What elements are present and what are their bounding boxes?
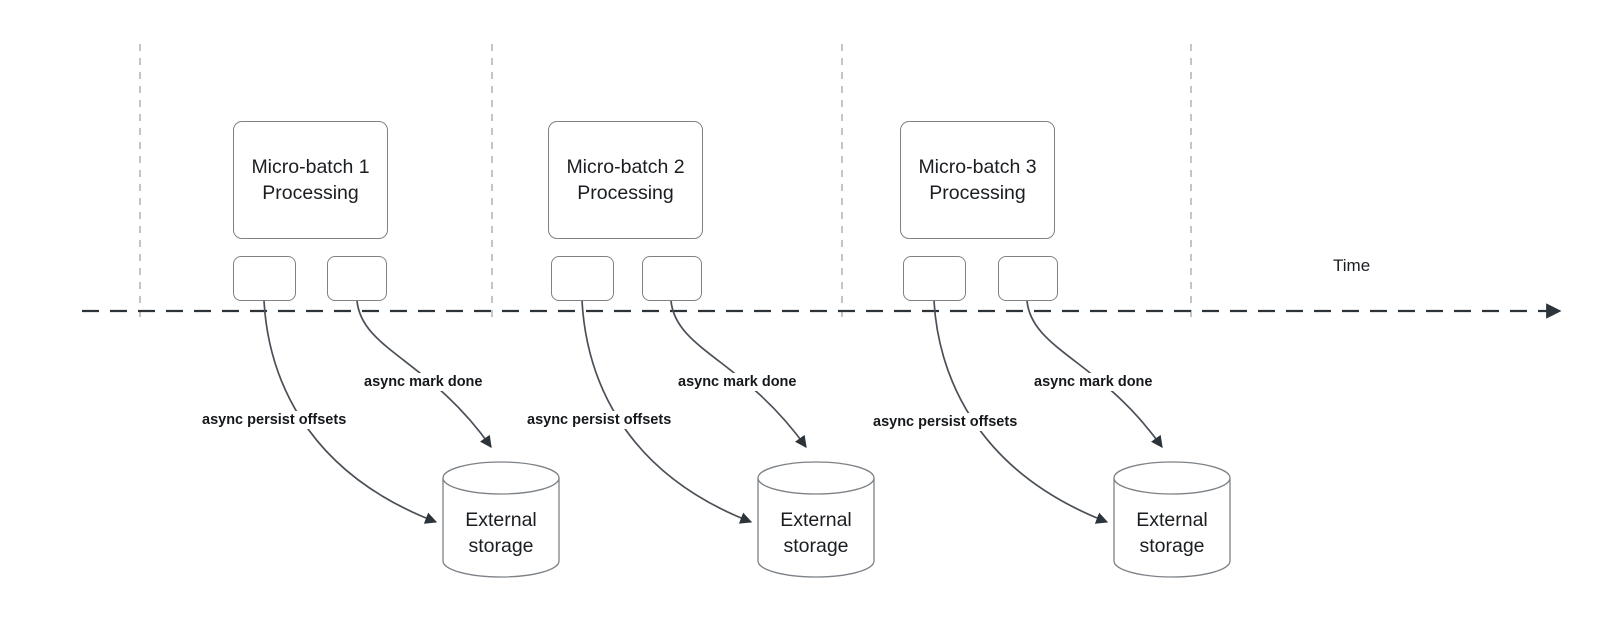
external-storage-2-label: External storage	[780, 509, 852, 558]
external-storage-3-label: External storage	[1136, 509, 1208, 558]
cylinder-shape-1	[442, 461, 560, 578]
microbatch-1-label: Micro-batch 1 Processing	[251, 155, 370, 204]
edge-mark-done-3	[1026, 300, 1163, 448]
microbatch-2-box[interactable]: Micro-batch 2 Processing	[548, 121, 703, 239]
time-axis-label: Time	[1333, 256, 1371, 275]
microbatch-1-task-b[interactable]	[327, 256, 387, 301]
edge-label-mark-done-3: async mark done	[1031, 373, 1156, 391]
microbatch-3-box[interactable]: Micro-batch 3 Processing	[900, 121, 1055, 239]
external-storage-3[interactable]: External storage	[1113, 461, 1231, 578]
external-storage-1[interactable]: External storage	[442, 461, 560, 578]
edge-label-persist-offsets-3: async persist offsets	[870, 413, 1021, 431]
edge-label-persist-offsets-2: async persist offsets	[524, 411, 675, 429]
edge-label-mark-done-2: async mark done	[675, 373, 800, 391]
edge-label-mark-done-1: async mark done	[361, 373, 486, 391]
microbatch-1-box[interactable]: Micro-batch 1 Processing	[233, 121, 388, 239]
microbatch-3-task-a[interactable]	[903, 256, 966, 301]
microbatch-2-label: Micro-batch 2 Processing	[566, 155, 685, 204]
microbatch-3-task-b[interactable]	[998, 256, 1058, 301]
edge-label-persist-offsets-1: async persist offsets	[199, 411, 350, 429]
microbatch-2-task-a[interactable]	[551, 256, 614, 301]
timeline-tick-lines	[139, 44, 1192, 320]
microbatch-2-task-b[interactable]	[642, 256, 702, 301]
edge-mark-done-2	[670, 300, 807, 448]
external-storage-2[interactable]: External storage	[757, 461, 875, 578]
cylinder-shape-3	[1113, 461, 1231, 578]
edge-persist-offsets-3	[933, 300, 1109, 524]
microbatch-3-label: Micro-batch 3 Processing	[918, 155, 1037, 204]
cylinder-shape-2	[757, 461, 875, 578]
external-storage-1-label: External storage	[465, 509, 537, 558]
edge-mark-done-1	[356, 300, 492, 448]
microbatch-1-task-a[interactable]	[233, 256, 296, 301]
